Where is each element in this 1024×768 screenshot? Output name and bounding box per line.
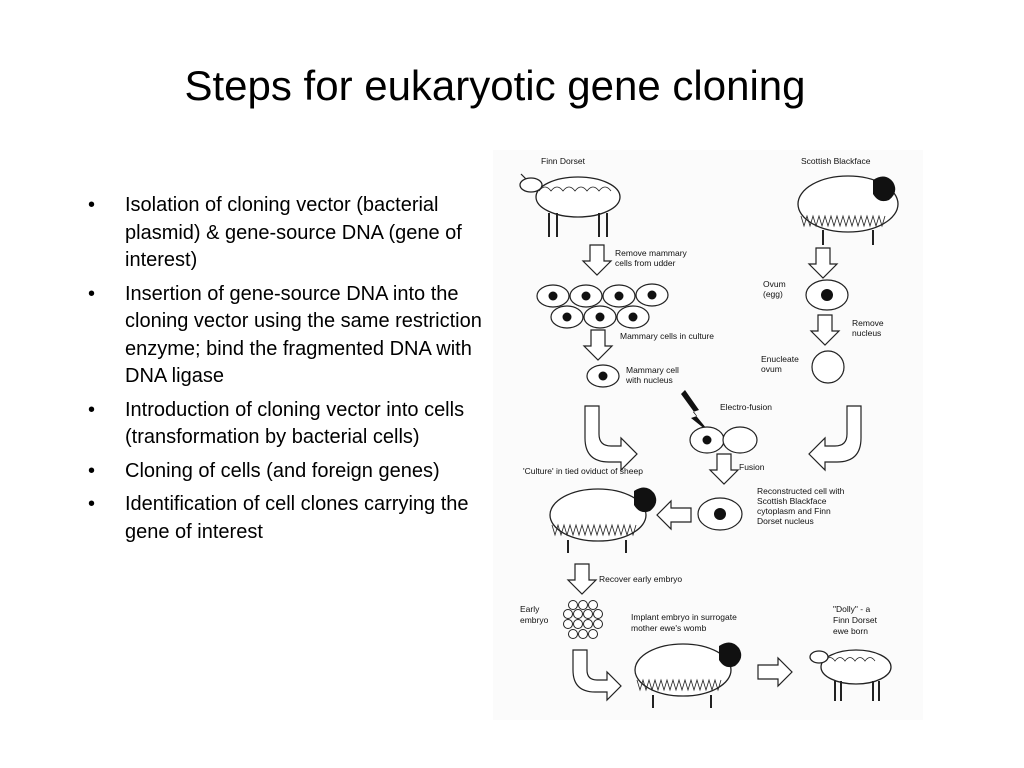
label-enucleate-1: Enucleate bbox=[761, 354, 799, 364]
curved-arrow-icon bbox=[808, 405, 862, 472]
label-remove-nucleus-2: nucleus bbox=[852, 328, 881, 338]
mammary-cell-icon bbox=[586, 364, 620, 388]
bullet-text: Cloning of cells (and foreign genes) bbox=[125, 459, 440, 482]
fusing-cells-icon bbox=[689, 426, 758, 454]
reconstructed-cell-icon bbox=[697, 497, 743, 531]
bullet-item: • Cloning of cells (and foreign genes) bbox=[88, 458, 493, 486]
label-ovum-2: (egg) bbox=[763, 289, 783, 299]
label-remove-nucleus-1: Remove bbox=[852, 318, 884, 328]
bullet-glyph: • bbox=[88, 493, 96, 515]
surrogate-sheep-icon bbox=[549, 487, 657, 553]
label-remove-mammary-1: Remove mammary bbox=[615, 248, 688, 258]
label-reconstructed-3: cytoplasm and Finn bbox=[757, 506, 831, 516]
label-dolly-1: "Dolly" - a bbox=[833, 604, 870, 614]
label-dolly-2: Finn Dorset bbox=[833, 615, 878, 625]
label-implant-1: Implant embryo in surrogate bbox=[631, 612, 737, 622]
label-culture-oviduct: 'Culture' in tied oviduct of sheep bbox=[523, 466, 643, 476]
label-mammary-culture: Mammary cells in culture bbox=[620, 331, 714, 341]
down-arrow-icon bbox=[807, 247, 839, 279]
left-arrow-icon bbox=[656, 499, 692, 531]
bullet-glyph: • bbox=[88, 398, 96, 421]
dolly-sheep-icon bbox=[809, 649, 892, 701]
label-finn-dorset: Finn Dorset bbox=[541, 156, 586, 166]
bullet-text: Isolation of cloning vector (bacterial p… bbox=[125, 194, 462, 271]
label-remove-mammary-2: cells from udder bbox=[615, 258, 676, 268]
bullet-glyph: • bbox=[88, 282, 96, 305]
label-scottish-blackface: Scottish Blackface bbox=[801, 156, 871, 166]
label-recover-embryo: Recover early embryo bbox=[599, 574, 682, 584]
bullet-glyph: • bbox=[88, 459, 96, 482]
label-mammary-cell-1: Mammary cell bbox=[626, 365, 679, 375]
label-mammary-cell-2: with nucleus bbox=[625, 375, 673, 385]
down-arrow-icon bbox=[708, 453, 740, 485]
bullet-glyph: • bbox=[88, 194, 96, 216]
curved-arrow-icon bbox=[572, 649, 622, 702]
slide-title: Steps for eukaryotic gene cloning bbox=[184, 62, 806, 109]
bullet-text: Introduction of cloning vector into cell… bbox=[125, 398, 465, 449]
label-enucleate-2: ovum bbox=[761, 364, 782, 374]
bullet-item: • Identification of cell clones carrying … bbox=[88, 491, 493, 546]
mammary-cells-cluster bbox=[536, 283, 669, 329]
label-electro-fusion: Electro-fusion bbox=[720, 402, 772, 412]
curved-arrow-icon bbox=[584, 405, 638, 472]
label-early-embryo-2: embryo bbox=[520, 615, 549, 625]
surrogate-mother-sheep-icon bbox=[634, 642, 742, 708]
label-fusion: Fusion bbox=[739, 462, 765, 472]
bullet-item: • Introduction of cloning vector into cel… bbox=[88, 397, 493, 452]
scottish-blackface-sheep-icon bbox=[797, 175, 899, 245]
label-reconstructed-1: Reconstructed cell with bbox=[757, 486, 845, 496]
down-arrow-icon bbox=[809, 314, 841, 346]
bullet-text: Insertion of gene-source DNA into the cl… bbox=[125, 282, 482, 388]
cloning-diagram: Finn Dorset Scottish Blackface Remove ma… bbox=[493, 150, 923, 720]
early-embryo-icon bbox=[563, 600, 603, 639]
lightning-icon bbox=[681, 390, 711, 434]
label-dolly-3: ewe born bbox=[833, 626, 868, 636]
label-reconstructed-2: Scottish Blackface bbox=[757, 496, 827, 506]
label-reconstructed-4: Dorset nucleus bbox=[757, 516, 814, 526]
finn-dorset-sheep-icon bbox=[519, 173, 621, 237]
label-implant-2: mother ewe's womb bbox=[631, 623, 707, 633]
bullet-item: • Insertion of gene-source DNA into the c… bbox=[88, 281, 493, 391]
down-arrow-icon bbox=[581, 244, 613, 276]
right-arrow-icon bbox=[757, 656, 793, 688]
bullet-item: • Isolation of cloning vector (bacterial … bbox=[88, 192, 493, 275]
down-arrow-icon bbox=[582, 329, 614, 361]
enucleate-ovum-icon bbox=[811, 350, 845, 384]
cloning-diagram-svg: Finn Dorset Scottish Blackface Remove ma… bbox=[519, 156, 899, 708]
bullet-text: Identification of cell clones carrying t… bbox=[125, 493, 469, 543]
label-early-embryo-1: Early bbox=[520, 604, 540, 614]
label-ovum-1: Ovum bbox=[763, 279, 786, 289]
bullet-list: • Isolation of cloning vector (bacterial … bbox=[88, 192, 493, 552]
down-arrow-icon bbox=[566, 563, 598, 595]
ovum-icon bbox=[805, 279, 849, 311]
